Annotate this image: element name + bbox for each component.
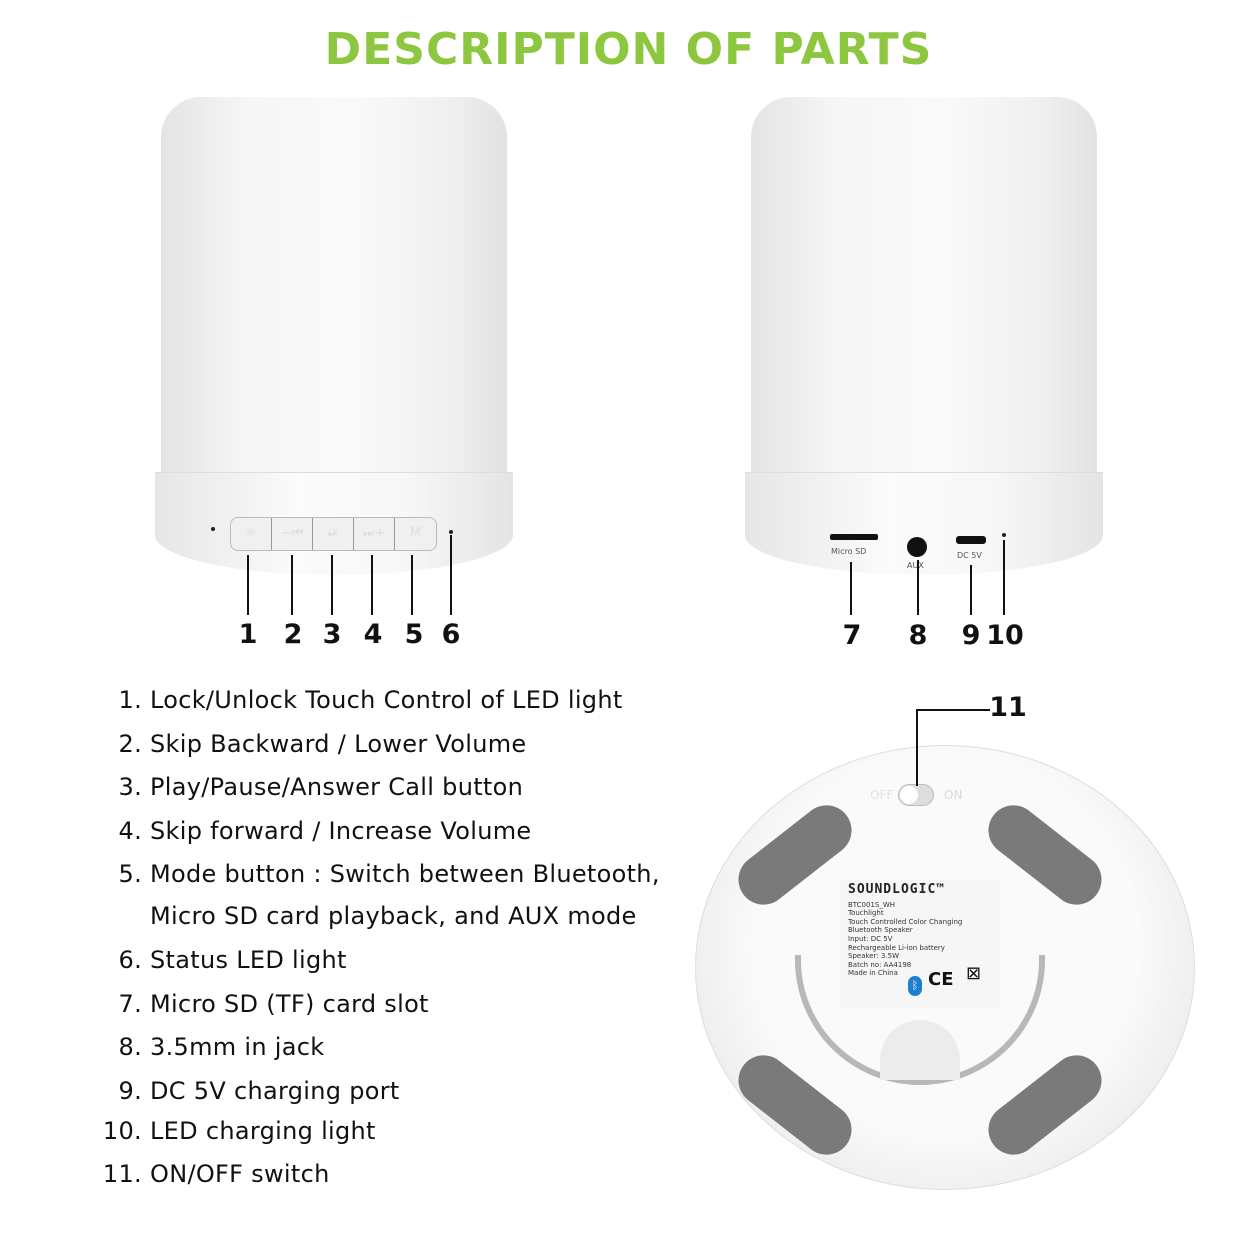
item-text: Micro SD (TF) card slot — [150, 989, 429, 1018]
callout-number: 5 — [404, 619, 424, 650]
light-lock-button: ☼ — [231, 518, 272, 550]
callout-number: 2 — [283, 619, 303, 650]
item-text: LED charging light — [150, 1116, 376, 1145]
callout-number: 11 — [989, 692, 1027, 723]
item-text: Status LED light — [150, 945, 347, 974]
item-number: 8. — [118, 1033, 142, 1062]
list-item: 1. Lock/Unlock Touch Control of LED light — [100, 686, 660, 730]
charging-led — [1002, 533, 1006, 537]
lamp-shade — [161, 97, 507, 497]
bluetooth-icon: ᛒ — [908, 976, 922, 996]
callout-line — [970, 565, 972, 615]
center-cutout — [880, 1020, 960, 1080]
label-line: Touch Controlled Color Changing — [848, 917, 963, 926]
mic-hole — [211, 527, 215, 531]
aux-label: AUX — [907, 561, 924, 570]
aux-jack — [907, 537, 927, 557]
item-number: 11. — [102, 1160, 142, 1189]
callout-line — [850, 562, 852, 615]
item-number: 10. — [102, 1116, 142, 1145]
callout-line — [1003, 540, 1005, 615]
item-text: 3.5mm in jack — [150, 1033, 325, 1062]
item-text: Skip forward / Increase Volume — [150, 816, 532, 845]
list-item: 11. ON/OFF switch — [100, 1160, 660, 1204]
item-text: Skip Backward / Lower Volume — [150, 729, 527, 758]
switch-on-label: ON — [944, 788, 963, 802]
label-line: Input: DC 5V — [848, 934, 893, 943]
item-number: 9. — [118, 1076, 142, 1105]
mode-button: M — [409, 526, 422, 541]
dc-port — [956, 536, 986, 544]
lamp-shade — [751, 97, 1097, 497]
list-item: Micro SD card playback, and AUX mode — [100, 902, 660, 946]
callout-number: 7 — [842, 620, 862, 651]
callout-number: 6 — [441, 619, 461, 650]
item-number: 4. — [118, 816, 142, 845]
microsd-label: Micro SD — [831, 547, 867, 556]
callout-line — [411, 555, 413, 615]
item-text: Play/Pause/Answer Call button — [150, 773, 524, 802]
item-text: Micro SD card playback, and AUX mode — [150, 902, 637, 931]
callout-line — [917, 560, 919, 615]
item-number: 6. — [118, 945, 142, 974]
item-number: 7. — [118, 989, 142, 1018]
label-line: Made in China — [848, 969, 898, 978]
callout-line — [291, 555, 293, 615]
callout-line — [247, 555, 249, 615]
switch-off-label: OFF — [870, 788, 894, 802]
callout-number: 3 — [322, 619, 342, 650]
label-line: Batch no: AA4198 — [848, 960, 912, 969]
lamp-base — [745, 472, 1103, 575]
item-number: 3. — [118, 773, 142, 802]
weee-icon: ⊠ — [966, 963, 982, 984]
item-number: 1. — [118, 686, 142, 714]
ce-mark: CE — [928, 969, 954, 990]
list-item: 6. Status LED light — [100, 946, 660, 990]
callout-number: 1 — [238, 619, 258, 650]
item-text: Lock/Unlock Touch Control of LED light — [150, 686, 623, 714]
microsd-slot — [830, 534, 878, 540]
parts-list: 1. Lock/Unlock Touch Control of LED light… — [100, 686, 660, 1204]
list-item: 9. DC 5V charging port — [100, 1077, 660, 1117]
dc-label: DC 5V — [957, 551, 982, 560]
list-item: 10. LED charging light — [100, 1117, 660, 1161]
label-line: Bluetooth Speaker — [848, 926, 913, 935]
callout-line — [916, 709, 990, 711]
front-lamp-image: ☼ −⏮ ⏯ ⏭+ M — [155, 97, 513, 575]
label-line: Speaker: 3.5W — [848, 952, 899, 961]
list-item: 8. 3.5mm in jack — [100, 1033, 660, 1077]
skip-back-button: −⏮ — [272, 518, 313, 550]
item-text: Mode button : Switch between Bluetooth, — [150, 860, 660, 889]
callout-line — [916, 710, 918, 786]
callout-line — [331, 555, 333, 615]
callout-number: 8 — [908, 620, 928, 651]
label-line: Rechargeable Li-ion battery — [848, 943, 945, 952]
control-buttons: ☼ −⏮ ⏯ ⏭+ M — [230, 517, 437, 551]
list-item: 7. Micro SD (TF) card slot — [100, 990, 660, 1034]
skip-forward-button: ⏭+ — [354, 518, 395, 550]
list-item: 4. Skip forward / Increase Volume — [100, 817, 660, 861]
page-title: DESCRIPTION OF PARTS — [324, 24, 933, 75]
item-number: 2. — [118, 729, 142, 758]
back-lamp-image: Micro SD AUX DC 5V — [745, 97, 1103, 575]
list-item: 3. Play/Pause/Answer Call button — [100, 773, 660, 817]
list-item: 2. Skip Backward / Lower Volume — [100, 730, 660, 774]
callout-number: 10 — [986, 620, 1024, 651]
callout-number: 4 — [363, 619, 383, 650]
callout-line — [450, 535, 452, 615]
callout-line — [371, 555, 373, 615]
label-line: Touchlight — [848, 909, 884, 918]
label-line: BTC001S_WH — [848, 900, 896, 909]
item-text: DC 5V charging port — [150, 1076, 400, 1105]
status-led — [449, 530, 453, 534]
callout-number: 9 — [961, 620, 981, 651]
list-item: 5. Mode button : Switch between Bluetooth… — [100, 860, 660, 902]
play-pause-button: ⏯ — [313, 518, 354, 550]
item-number: 5. — [118, 860, 142, 889]
product-label: SOUNDLOGIC™ BTC001S_WH Touchlight Touch … — [840, 880, 1000, 1008]
item-text: ON/OFF switch — [150, 1160, 330, 1189]
brand-logo: SOUNDLOGIC™ — [848, 882, 946, 897]
power-switch — [898, 784, 934, 806]
